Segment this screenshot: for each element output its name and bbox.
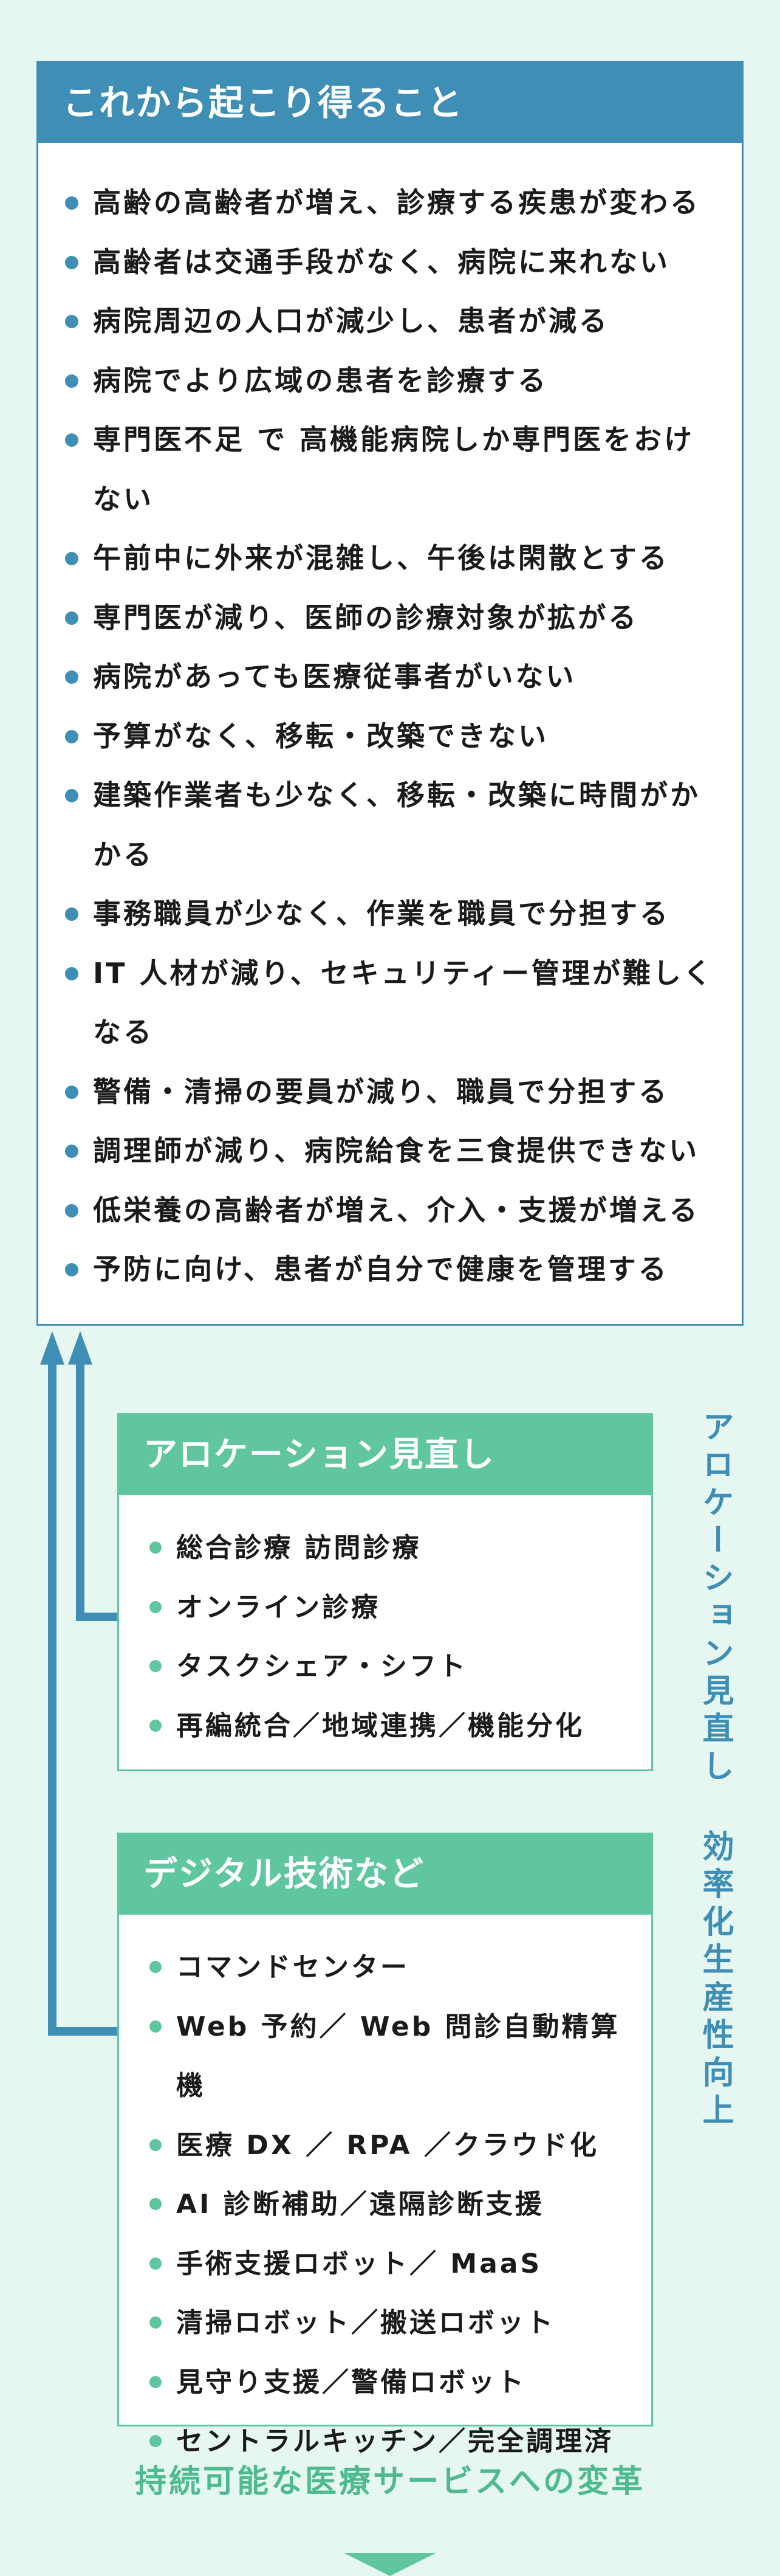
bullet-icon xyxy=(149,1600,162,1613)
side-label-efficiency: 効率化生産性向上 xyxy=(697,1830,733,2131)
list-item: 高齢者は交通手段がなく、病院に来れない xyxy=(65,233,717,292)
bullet-icon xyxy=(65,196,78,210)
bullet-icon xyxy=(65,729,78,743)
list-item: 予算がなく、移転・改築できない xyxy=(65,707,717,766)
digital-tech-list: コマンドセンター Web 予約／ Web 問診自動精算機 医療 DX ／ RPA… xyxy=(119,1915,651,2471)
bullet-icon xyxy=(65,433,78,447)
allocation-review-list: 総合診療 訪問診療 オンライン診療 タスクシェア・シフト 再編統合／地域連携／機… xyxy=(119,1495,651,1755)
list-item: 専門医不足 で 高機能病院しか専門医をおけ xyxy=(65,410,717,470)
allocation-review-card: アロケーション見直し 総合診療 訪問診療 オンライン診療 タスクシェア・シフト … xyxy=(117,1413,653,1771)
list-item: コマンドセンター xyxy=(149,1938,639,1997)
bullet-icon xyxy=(65,966,78,980)
bullet-icon xyxy=(149,1961,162,1973)
digital-tech-title: デジタル技術など xyxy=(119,1834,651,1915)
list-item: 再編統合／地域連携／機能分化 xyxy=(149,1696,639,1756)
list-item: 病院でより広域の患者を診療する xyxy=(65,351,717,411)
digital-tech-card: デジタル技術など コマンドセンター Web 予約／ Web 問診自動精算機 医療… xyxy=(117,1833,653,2457)
future-issues-title: これから起こり得ること xyxy=(38,63,742,143)
bullet-icon xyxy=(149,2020,162,2033)
bullet-icon xyxy=(149,2316,162,2329)
future-issues-card: これから起こり得ること 高齢の高齢者が増え、診療する疾患が変わる 高齢者は交通手… xyxy=(36,61,744,1326)
list-item: 警備・清掃の要員が減り、職員で分担する xyxy=(65,1062,717,1122)
bullet-icon xyxy=(149,2257,162,2270)
bullet-icon xyxy=(65,374,78,388)
list-item: 病院があっても医療従事者がいない xyxy=(65,647,717,707)
bullet-icon xyxy=(149,2138,162,2151)
list-item: タスクシェア・シフト xyxy=(149,1637,639,1696)
bullet-icon xyxy=(65,611,78,625)
list-item: 医療 DX ／ RPA ／クラウド化 xyxy=(149,2116,639,2175)
bullet-icon xyxy=(65,255,78,269)
list-item: オンライン診療 xyxy=(149,1578,639,1638)
bullet-icon xyxy=(65,789,78,802)
list-item: 清掃ロボット／搬送ロボット xyxy=(149,2293,639,2353)
list-item-continuation: かる xyxy=(93,838,154,871)
list-item: 午前中に外来が混雑し、午後は閑散とする xyxy=(65,529,717,588)
bullet-icon xyxy=(65,552,78,565)
list-item: 予防に向け、患者が自分で健康を管理する xyxy=(65,1240,717,1300)
footer-conclusion: 持続可能な医療サービスへの変革 xyxy=(134,2464,645,2500)
list-item-continuation: なる xyxy=(93,1016,154,1049)
list-item: 高齢の高齢者が増え、診療する疾患が変わる xyxy=(65,173,717,233)
bullet-icon xyxy=(65,907,78,921)
bullet-icon xyxy=(65,1085,78,1099)
bullet-icon xyxy=(65,1263,78,1276)
bullet-icon xyxy=(65,1204,78,1217)
allocation-review-title: アロケーション見直し xyxy=(119,1415,651,1495)
list-item: 手術支援ロボット／ MaaS xyxy=(149,2234,639,2294)
arrow-from-allocation xyxy=(76,1362,117,1621)
list-item: Web 予約／ Web 問診自動精算機 xyxy=(149,1997,639,2116)
list-item: 低栄養の高齢者が増え、介入・支援が増える xyxy=(65,1181,717,1241)
bullet-icon xyxy=(149,1660,162,1672)
arrow-from-digital xyxy=(48,1362,117,2036)
bullet-icon xyxy=(149,2375,162,2388)
bullet-icon xyxy=(65,1145,78,1158)
list-item: IT 人材が減り、セキュリティー管理が難しく xyxy=(65,944,717,1004)
list-item: 総合診療 訪問診療 xyxy=(149,1518,639,1578)
list-item: AI 診断補助／遠隔診断支援 xyxy=(149,2175,639,2234)
list-item: 調理師が減り、病院給食を三食提供できない xyxy=(65,1121,717,1181)
list-item: 建築作業者も少なく、移転・改築に時間がか xyxy=(65,766,717,825)
bullet-icon xyxy=(149,2435,162,2447)
list-item: 専門医が減り、医師の診療対象が拡がる xyxy=(65,588,717,648)
list-item: セントラルキッチン／完全調理済 xyxy=(149,2412,639,2471)
bullet-icon xyxy=(149,2198,162,2210)
arrowhead-allocation xyxy=(68,1331,92,1365)
down-arrow-icon xyxy=(344,2553,436,2576)
bullet-icon xyxy=(149,1719,162,1732)
side-label-allocation: アロケーション見直し xyxy=(697,1410,733,1787)
arrowhead-digital xyxy=(40,1331,64,1365)
list-item-continuation: ない xyxy=(93,482,154,515)
list-item: 事務職員が少なく、作業を職員で分担する xyxy=(65,884,717,944)
future-issues-list: 高齢の高齢者が増え、診療する疾患が変わる 高齢者は交通手段がなく、病院に来れない… xyxy=(38,143,742,1300)
list-item: 見守り支援／警備ロボット xyxy=(149,2353,639,2412)
bullet-icon xyxy=(65,315,78,328)
bullet-icon xyxy=(65,670,78,684)
list-item: 病院周辺の人口が減少し、患者が減る xyxy=(65,292,717,351)
bullet-icon xyxy=(149,1541,162,1554)
